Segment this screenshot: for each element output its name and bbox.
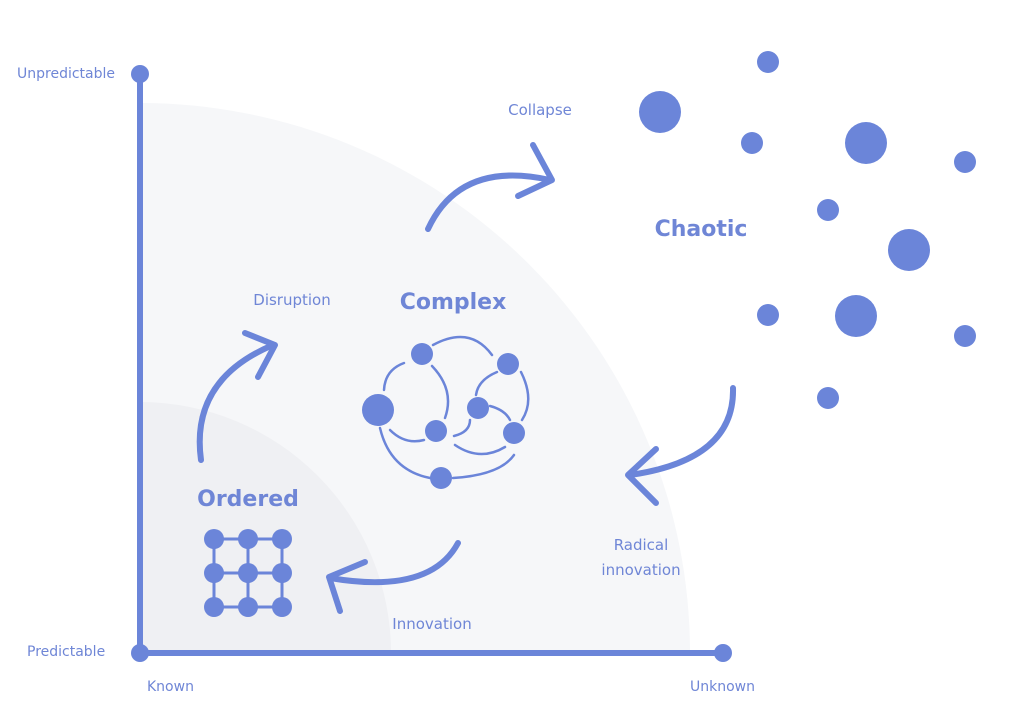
radical-innovation-arrow-icon [625, 385, 737, 506]
ordered-domain-label: Ordered [197, 487, 299, 512]
axis-end-dot [131, 65, 149, 83]
radical-innovation-label-line2: innovation [601, 561, 681, 579]
ordered-grid-icon [204, 529, 292, 617]
chaotic-dots-icon [639, 51, 976, 409]
axis-origin-dot [131, 644, 149, 662]
radical-innovation-label-line1: Radical [613, 536, 669, 554]
inner-region [140, 402, 391, 653]
innovation-arrow-icon [326, 540, 461, 614]
x-axis-left-label: Known [147, 679, 194, 695]
complex-domain-label: Complex [399, 290, 507, 315]
x-axis-right-label: Unknown [690, 679, 755, 695]
collapse-label: Collapse [508, 101, 572, 119]
chaotic-domain-label: Chaotic [654, 217, 748, 242]
disruption-arrow-icon [196, 330, 278, 463]
collapse-arrow-icon [425, 142, 555, 232]
y-axis-bottom-label: Predictable [27, 644, 106, 660]
y-axis-top-label: Unpredictable [17, 66, 115, 82]
innovation-label: Innovation [392, 615, 472, 633]
complex-network-icon [362, 335, 530, 489]
disruption-label: Disruption [253, 291, 331, 309]
axis-end-dot [714, 644, 732, 662]
